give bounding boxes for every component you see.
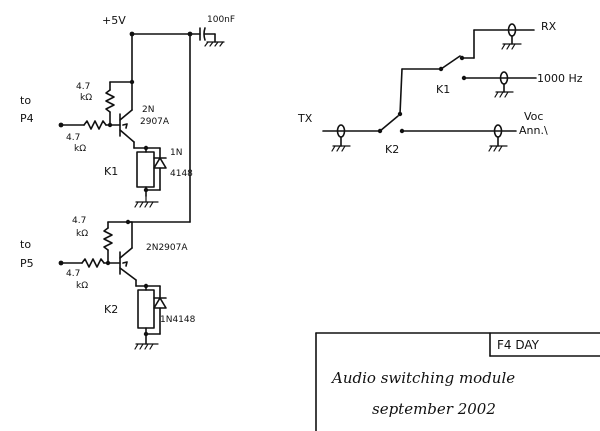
p5-diode bbox=[145, 285, 167, 335]
p4-transistor-type-1: 2N bbox=[142, 105, 154, 115]
k2-coil bbox=[137, 289, 155, 329]
k2-switch-label: K2 bbox=[385, 143, 399, 156]
tx-connector bbox=[322, 124, 381, 152]
p4-to-label: to bbox=[20, 94, 31, 107]
p5-rpull-unit: kΩ bbox=[76, 229, 88, 239]
switching-network: RX K1 1000 Hz bbox=[297, 20, 583, 156]
p4-pullup-resistor bbox=[105, 89, 115, 113]
p5-diode-type: 1N4148 bbox=[160, 315, 196, 325]
tone-connector bbox=[494, 71, 514, 98]
power-rail: +5V 100nF bbox=[102, 14, 235, 223]
k1-label: K1 bbox=[104, 165, 118, 178]
p5-ground-symbol bbox=[134, 343, 159, 350]
stage-p5: to P5 4.7 kΩ 4.7 kΩ 2N2907A K2 bbox=[20, 216, 196, 350]
rx-connector bbox=[473, 23, 535, 50]
p5-rpull-value: 4.7 bbox=[72, 216, 86, 226]
p4-rpull-unit: kΩ bbox=[80, 93, 92, 103]
rx-label: RX bbox=[541, 20, 557, 33]
p4-diode bbox=[145, 147, 167, 191]
title-block: F4 DAY Audio switching module september … bbox=[315, 332, 600, 431]
p4-diode-type-1: 1N bbox=[170, 148, 182, 158]
tone-label: 1000 Hz bbox=[537, 72, 583, 85]
stage-p4: to P4 4.7 kΩ 4.7 kΩ 2N 2907A bbox=[20, 79, 193, 208]
k2-label: K2 bbox=[104, 303, 118, 316]
power-label: +5V bbox=[102, 14, 126, 27]
p5-base-resistor bbox=[81, 258, 105, 268]
k1-coil bbox=[136, 151, 155, 188]
voice-announce-connector bbox=[488, 124, 508, 152]
p4-rbase-unit: kΩ bbox=[74, 144, 86, 154]
p5-to-label: to bbox=[20, 238, 31, 251]
voc-label-2: Ann.\ bbox=[519, 124, 548, 137]
author-label: F4 DAY bbox=[497, 338, 540, 352]
p4-label: P4 bbox=[20, 112, 34, 125]
drawing-date: september 2002 bbox=[372, 400, 496, 418]
cap-label: 100nF bbox=[207, 15, 235, 25]
p4-base-resistor bbox=[83, 120, 107, 130]
k1-switch-label: K1 bbox=[436, 83, 450, 96]
p4-diode-type-2: 4148 bbox=[170, 169, 193, 179]
drawing-title: Audio switching module bbox=[330, 369, 515, 387]
p5-transistor bbox=[119, 221, 137, 281]
tx-label: TX bbox=[297, 112, 313, 125]
p4-transistor bbox=[119, 81, 135, 143]
voc-label-1: Voc bbox=[524, 110, 543, 123]
p4-rpull-value: 4.7 bbox=[76, 82, 90, 92]
p4-rbase-value: 4.7 bbox=[66, 133, 80, 143]
p5-rbase-unit: kΩ bbox=[76, 281, 88, 291]
p5-pullup-resistor bbox=[103, 227, 113, 251]
p4-transistor-type-2: 2907A bbox=[140, 117, 170, 127]
p4-ground-symbol bbox=[134, 195, 159, 208]
p5-label: P5 bbox=[20, 257, 34, 270]
p5-transistor-type: 2N2907A bbox=[146, 243, 188, 253]
decoupling-capacitor bbox=[199, 27, 225, 47]
p5-rbase-value: 4.7 bbox=[66, 269, 80, 279]
